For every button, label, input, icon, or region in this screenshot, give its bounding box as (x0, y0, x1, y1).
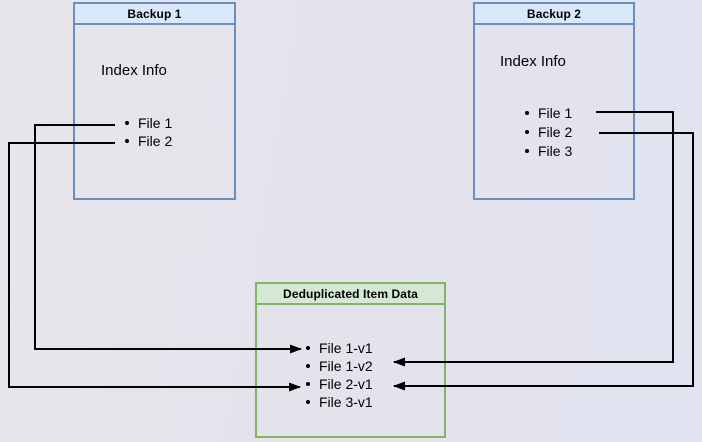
file-list-item: File 2 (525, 122, 572, 141)
bullet-icon (306, 400, 310, 404)
file-label: File 2-v1 (319, 376, 373, 392)
file-label: File 3-v1 (319, 394, 373, 410)
bullet-icon (125, 121, 129, 125)
backup1-index-label: Index Info (101, 62, 167, 79)
file-list-item: File 2 (125, 132, 172, 150)
backup1-file-list: File 1 File 2 (125, 114, 172, 150)
bullet-icon (306, 346, 310, 350)
file-list-item: File 3 (525, 141, 572, 160)
backup2-index-label: Index Info (500, 53, 566, 70)
file-label: File 2 (538, 123, 573, 140)
backup1-box: Backup 1 Index Info File 1 File 2 (73, 2, 236, 200)
file-label: File 1-v1 (319, 340, 373, 356)
backup1-title: Backup 1 (75, 4, 234, 25)
backup2-title: Backup 2 (475, 4, 633, 25)
file-list-item: File 1 (125, 114, 172, 132)
dedup-title: Deduplicated Item Data (257, 284, 444, 305)
backup2-file-list: File 1 File 2 File 3 (525, 103, 572, 160)
file-list-item: File 1 (525, 103, 572, 122)
file-label: File 2 (138, 133, 173, 149)
bullet-icon (306, 382, 310, 386)
bullet-icon (525, 129, 529, 134)
file-label: File 1 (538, 104, 573, 121)
file-label: File 1 (138, 115, 173, 131)
file-list-item: File 1-v2 (306, 357, 373, 375)
backup2-box: Backup 2 Index Info File 1 File 2 File 3 (473, 2, 635, 200)
file-list-item: File 1-v1 (306, 339, 373, 357)
file-list-item: File 2-v1 (306, 375, 373, 393)
file-label: File 3 (538, 142, 573, 159)
bullet-icon (525, 110, 529, 115)
bullet-icon (525, 148, 529, 153)
bullet-icon (306, 364, 310, 368)
file-list-item: File 3-v1 (306, 393, 373, 411)
bullet-icon (125, 139, 129, 143)
file-label: File 1-v2 (319, 358, 373, 374)
